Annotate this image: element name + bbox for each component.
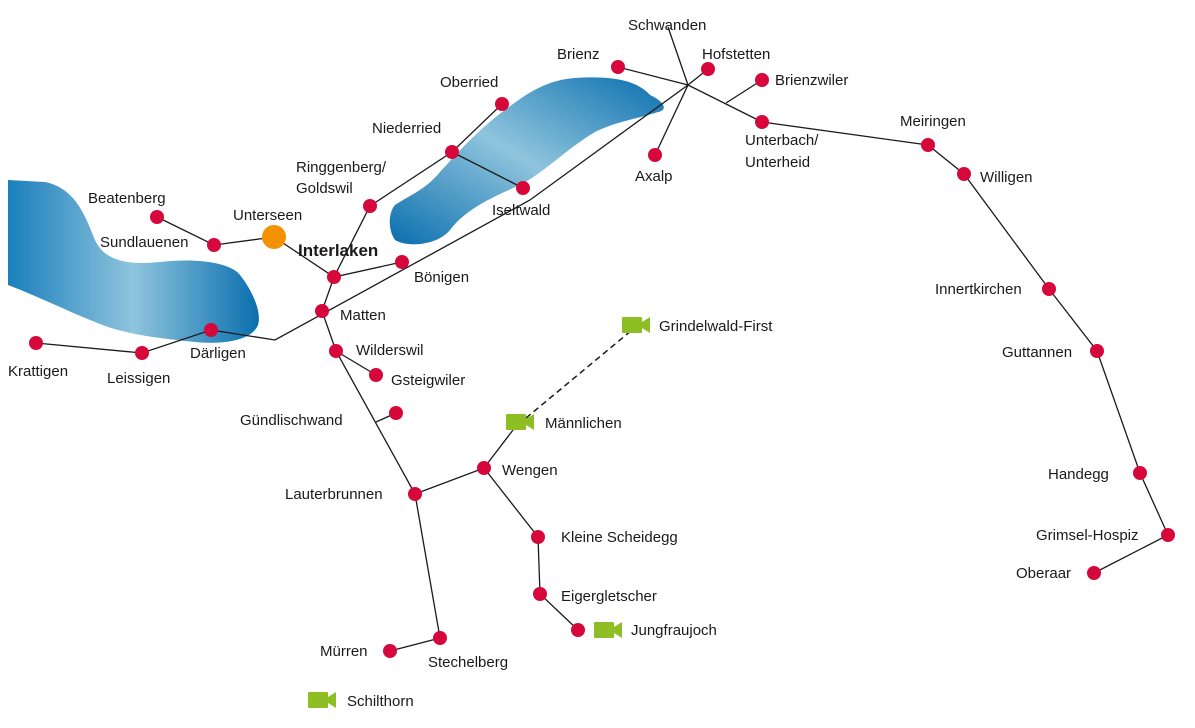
station-ringgenberg[interactable]	[363, 199, 377, 213]
labels: Schwanden Brienz Hofstetten Brienzwiler …	[8, 17, 1139, 710]
label-beatenberg: Beatenberg	[88, 190, 166, 207]
station-unterbach[interactable]	[755, 115, 769, 129]
label-iseltwald: Iseltwald	[492, 202, 550, 219]
station-oberried[interactable]	[495, 97, 509, 111]
station-willigen[interactable]	[957, 167, 971, 181]
label-willigen: Willigen	[980, 169, 1033, 186]
station-daerligen[interactable]	[204, 323, 218, 337]
station-innertkirchen[interactable]	[1042, 282, 1056, 296]
station-lauterbrunnen[interactable]	[408, 487, 422, 501]
label-leissigen: Leissigen	[107, 370, 170, 387]
label-handegg: Handegg	[1048, 466, 1109, 483]
label-unterbach-1: Unterbach/	[745, 132, 819, 149]
label-daerligen: Därligen	[190, 345, 246, 362]
label-schilthorn: Schilthorn	[347, 693, 414, 710]
station-brienz[interactable]	[611, 60, 625, 74]
station-handegg[interactable]	[1133, 466, 1147, 480]
station-beatenberg[interactable]	[150, 210, 164, 224]
label-sundlauenen: Sundlauenen	[100, 234, 188, 251]
station-wengen[interactable]	[477, 461, 491, 475]
label-maennlichen: Männlichen	[545, 415, 622, 432]
label-ringgenberg-1: Ringgenberg/	[296, 159, 387, 176]
station-eigergletscher[interactable]	[533, 587, 547, 601]
station-iseltwald[interactable]	[516, 181, 530, 195]
webcam-icon-grindelwald-first[interactable]	[622, 317, 650, 333]
label-hofstetten: Hofstetten	[702, 46, 770, 63]
station-oberaar[interactable]	[1087, 566, 1101, 580]
label-ringgenberg-2: Goldswil	[296, 180, 353, 197]
label-unterseen: Unterseen	[233, 207, 302, 224]
label-guendlischwand: Gündlischwand	[240, 412, 343, 429]
label-grindelwald-first: Grindelwald-First	[659, 318, 773, 335]
label-lauterbrunnen: Lauterbrunnen	[285, 486, 383, 503]
webcam-icon-schilthorn[interactable]	[308, 692, 336, 708]
station-wilderswil[interactable]	[329, 344, 343, 358]
label-matten: Matten	[340, 307, 386, 324]
station-jungfraujoch[interactable]	[571, 623, 585, 637]
station-brienzwiler[interactable]	[755, 73, 769, 87]
station-sundlauenen[interactable]	[207, 238, 221, 252]
label-wilderswil: Wilderswil	[356, 342, 424, 359]
label-krattigen: Krattigen	[8, 363, 68, 380]
label-brienz: Brienz	[557, 46, 600, 63]
webcam-icon-jungfraujoch[interactable]	[594, 622, 622, 638]
label-kleine-scheidegg: Kleine Scheidegg	[561, 529, 678, 546]
stops	[29, 60, 1175, 658]
label-muerren: Mürren	[320, 643, 368, 660]
hub-unterseen[interactable]	[262, 225, 286, 249]
station-boenigen[interactable]	[395, 255, 409, 269]
label-meiringen: Meiringen	[900, 113, 966, 130]
station-guendlischwand[interactable]	[389, 406, 403, 420]
label-gsteigwiler: Gsteigwiler	[391, 372, 465, 389]
label-niederried: Niederried	[372, 120, 441, 137]
station-hofstetten[interactable]	[701, 62, 715, 76]
webcam-icon-maennlichen[interactable]	[506, 414, 534, 430]
label-stechelberg: Stechelberg	[428, 654, 508, 671]
label-boenigen: Bönigen	[414, 269, 469, 286]
label-eigergletscher: Eigergletscher	[561, 588, 657, 605]
label-interlaken: Interlaken	[298, 241, 378, 260]
label-guttannen: Guttannen	[1002, 344, 1072, 361]
label-oberaar: Oberaar	[1016, 565, 1071, 582]
station-interlaken[interactable]	[327, 270, 341, 284]
station-grimsel-hospiz[interactable]	[1161, 528, 1175, 542]
label-oberried: Oberried	[440, 74, 498, 91]
station-axalp[interactable]	[648, 148, 662, 162]
station-leissigen[interactable]	[135, 346, 149, 360]
label-brienzwiler: Brienzwiler	[775, 72, 848, 89]
label-axalp: Axalp	[635, 168, 673, 185]
station-matten[interactable]	[315, 304, 329, 318]
station-meiringen[interactable]	[921, 138, 935, 152]
lake-brienzersee	[389, 77, 664, 245]
station-krattigen[interactable]	[29, 336, 43, 350]
station-kleine-scheidegg[interactable]	[531, 530, 545, 544]
label-jungfraujoch: Jungfraujoch	[631, 622, 717, 639]
label-unterbach-2: Unterheid	[745, 154, 810, 171]
label-wengen: Wengen	[502, 462, 558, 479]
label-grimsel-hospiz: Grimsel-Hospiz	[1036, 527, 1139, 544]
station-gsteigwiler[interactable]	[369, 368, 383, 382]
label-innertkirchen: Innertkirchen	[935, 281, 1022, 298]
station-stechelberg[interactable]	[433, 631, 447, 645]
label-schwanden: Schwanden	[628, 17, 706, 34]
station-muerren[interactable]	[383, 644, 397, 658]
station-guttannen[interactable]	[1090, 344, 1104, 358]
station-niederried[interactable]	[445, 145, 459, 159]
lake-thunersee	[8, 180, 259, 343]
